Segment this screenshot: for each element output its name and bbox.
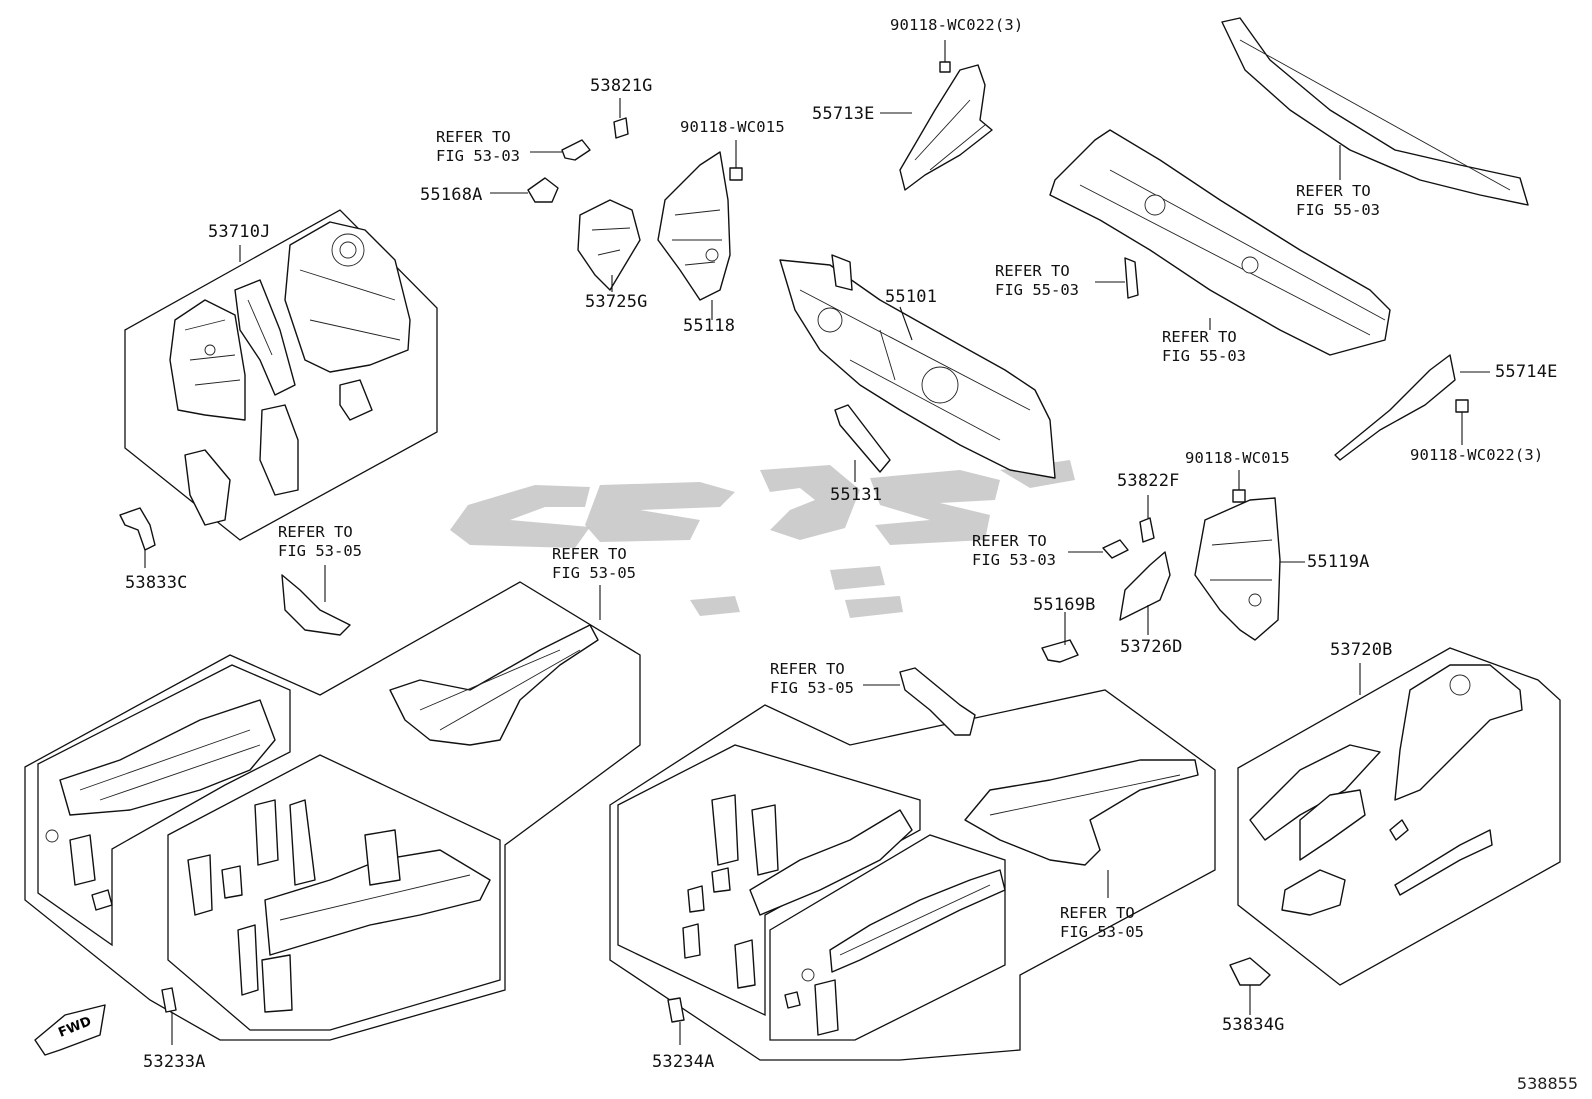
part-apron-refer-53-05-left — [281, 574, 351, 636]
part-53726D — [1119, 551, 1171, 621]
refer-note-fig-53-03-right: REFER TO FIG 53-03 — [972, 532, 1056, 569]
part-cowl-upper — [1221, 17, 1529, 206]
label-55118: 55118 — [683, 316, 736, 336]
part-53710J-set — [169, 221, 411, 526]
part-53720B-set — [1249, 664, 1523, 916]
part-bracket-refer-53-03-left — [561, 139, 591, 161]
leader-lines — [144, 40, 1490, 1045]
label-53822F: 53822F — [1117, 471, 1180, 491]
part-53234A — [667, 997, 685, 1023]
group-frame-53720B — [1237, 647, 1561, 986]
label-53710J: 53710J — [208, 222, 271, 242]
part-55131 — [834, 404, 891, 473]
part-cowl-panel — [1049, 129, 1391, 356]
group-frame-center-lower — [609, 689, 1216, 1061]
group-frame-left-lower — [24, 581, 641, 1041]
part-90118-WC015-bolt-top — [729, 167, 743, 181]
refer-note-fig-53-03-left: REFER TO FIG 53-03 — [436, 128, 520, 165]
label-55119A: 55119A — [1307, 552, 1370, 572]
label-53821G: 53821G — [590, 76, 653, 96]
label-53834G: 53834G — [1222, 1015, 1285, 1035]
watermark-logo — [450, 460, 1075, 618]
refer-note-fig-53-05-left: REFER TO FIG 53-05 — [278, 523, 362, 560]
part-front-side-member-upper-left — [389, 624, 599, 746]
part-55101-dash-panel — [779, 254, 1056, 479]
refer-note-fig-53-05-lower: REFER TO FIG 53-05 — [1060, 904, 1144, 941]
label-53234A: 53234A — [652, 1052, 715, 1072]
part-55169B — [1041, 639, 1079, 663]
label-90118-WC022-top: 90118-WC022(3) — [890, 16, 1024, 34]
label-55714E: 55714E — [1495, 362, 1558, 382]
part-55713E — [899, 61, 993, 191]
fwd-arrow — [34, 1004, 106, 1056]
label-53233A: 53233A — [143, 1052, 206, 1072]
part-53834G — [1229, 957, 1271, 986]
part-53821G — [613, 117, 629, 139]
part-side-member-left-lower — [187, 799, 491, 1013]
group-frame-53710J — [124, 209, 438, 541]
part-side-member-center-lower — [784, 869, 1006, 1036]
refer-note-fig-55-03-top-right: REFER TO FIG 55-03 — [1296, 182, 1380, 219]
part-apron-center-upper — [682, 794, 913, 989]
part-apron-refer-53-05-center — [899, 667, 976, 736]
part-55714E — [1334, 354, 1469, 461]
label-90118-WC015-right: 90118-WC015 — [1185, 449, 1290, 467]
part-apron-left-upper — [45, 699, 276, 911]
label-55169B: 55169B — [1033, 595, 1096, 615]
part-53233A — [161, 987, 177, 1013]
label-53725G: 53725G — [585, 292, 648, 312]
refer-note-fig-53-05-upper: REFER TO FIG 53-05 — [552, 545, 636, 582]
part-53822F — [1139, 517, 1155, 543]
document-number: 538855 — [1516, 1074, 1578, 1093]
label-53833C: 53833C — [125, 573, 188, 593]
label-55131: 55131 — [830, 485, 883, 505]
label-53726D: 53726D — [1120, 637, 1183, 657]
label-90118-WC015-top: 90118-WC015 — [680, 118, 785, 136]
label-55101: 55101 — [885, 287, 938, 307]
label-55713E: 55713E — [812, 104, 875, 124]
part-55119A — [1194, 497, 1281, 641]
part-bracket-refer-53-03-right — [1102, 539, 1129, 559]
label-55168A: 55168A — [420, 185, 483, 205]
refer-note-fig-55-03-mid: REFER TO FIG 55-03 — [995, 262, 1079, 299]
label-53720B: 53720B — [1330, 640, 1393, 660]
part-53833C — [119, 507, 156, 551]
part-53725G — [577, 199, 641, 291]
part-front-side-member-upper-center — [964, 759, 1199, 866]
refer-note-fig-53-05-center: REFER TO FIG 53-05 — [770, 660, 854, 697]
part-90118-WC015-bolt-right — [1232, 489, 1246, 503]
part-55168A — [527, 177, 559, 203]
part-55118 — [657, 151, 731, 301]
label-90118-WC022-right: 90118-WC022(3) — [1410, 446, 1544, 464]
refer-note-fig-55-03-lower: REFER TO FIG 55-03 — [1162, 328, 1246, 365]
part-bracket-refer-55-03 — [1124, 257, 1139, 299]
